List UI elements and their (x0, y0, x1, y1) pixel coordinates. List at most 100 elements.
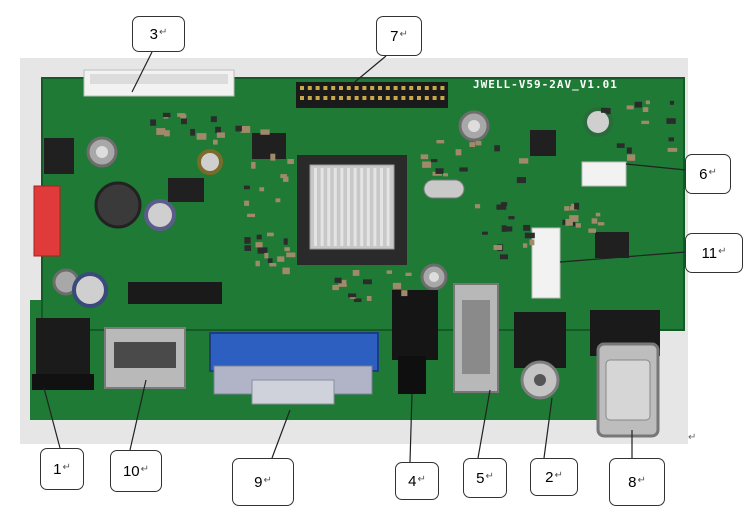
heatsink-fin (327, 168, 331, 246)
smd-part (422, 161, 432, 168)
header-pin (346, 86, 351, 90)
crystal (423, 179, 465, 199)
hdmi-port-10 (104, 327, 186, 389)
smd-part (601, 107, 607, 113)
smd-part (366, 295, 372, 301)
usb-port-5 (453, 283, 499, 393)
rca-jack-2 (514, 312, 566, 400)
smd-part (260, 129, 270, 135)
connector-3-white-header (83, 69, 235, 97)
capacitors (72, 107, 613, 308)
callout-2-label: 2 (545, 468, 554, 486)
smd-part (494, 145, 500, 152)
header-pin (300, 86, 304, 90)
callout-8-label: 8 (628, 473, 637, 491)
header-pin (362, 96, 367, 100)
callout-6-label: 6 (699, 165, 708, 183)
smd-part (595, 212, 601, 217)
header-pin (424, 86, 429, 90)
callout-3-label: 3 (149, 25, 158, 43)
smd-part (164, 130, 170, 137)
smd-part (255, 260, 260, 267)
smd-part (430, 159, 438, 163)
connector-11-white (531, 227, 561, 299)
heatsink-fin (373, 168, 377, 246)
smd-part (565, 218, 573, 226)
header-pin (339, 86, 343, 90)
smd-part (257, 247, 268, 254)
power-jack-1 (32, 318, 94, 390)
connector-6-white (581, 161, 627, 187)
smd-part (420, 154, 429, 160)
callout-4: 4↵ (395, 462, 439, 500)
smd-part (500, 202, 508, 206)
heatsink-fin (340, 168, 344, 246)
callout-6: 6↵ (685, 154, 731, 194)
smd-part (210, 116, 217, 123)
heatsink-fin (314, 168, 317, 246)
smd-part (283, 238, 288, 245)
smd-part (519, 158, 529, 164)
header-pin (401, 96, 406, 100)
header-pin (385, 96, 390, 100)
heatsink-fin (360, 168, 364, 246)
callout-9: 9↵ (232, 458, 294, 506)
smd-part (332, 284, 339, 291)
heatsink-fin (347, 168, 350, 246)
smd-part (251, 162, 256, 169)
header-pin (417, 86, 421, 90)
heatsink-fin (333, 168, 337, 246)
header-pin (307, 96, 312, 100)
header-pin (315, 96, 320, 100)
smd-part (269, 263, 277, 267)
callout-9-mark: ↵ (263, 474, 272, 486)
pcb-silkscreen-title: JWELL-V59-2AV_V1.01 (473, 78, 618, 91)
header-pin (300, 96, 304, 100)
callout-10-mark: ↵ (140, 463, 150, 475)
callout-4-mark: ↵ (417, 473, 426, 485)
callout-6-mark: ↵ (708, 166, 717, 178)
smd-part (177, 113, 186, 117)
smd-part (243, 185, 250, 190)
smd-part (442, 173, 448, 177)
smd-part (196, 133, 207, 140)
callout-1: 1↵ (40, 448, 84, 490)
smd-part (569, 215, 579, 222)
callout-3-mark: ↵ (158, 26, 168, 38)
smd-part (244, 237, 251, 244)
header-pin (393, 86, 398, 90)
header-pin (440, 96, 445, 100)
smd-part (469, 142, 476, 148)
smd-part (634, 101, 643, 108)
header-pin (401, 86, 406, 90)
smd-part (181, 117, 187, 125)
header-pin (385, 86, 390, 90)
pin-header-bottom (128, 282, 222, 304)
smd-part (523, 224, 531, 231)
smd-part (669, 100, 675, 105)
smd-part (401, 290, 408, 297)
smd-part (259, 187, 265, 192)
smd-part (474, 204, 481, 209)
smd-part (493, 245, 503, 251)
smd-part (574, 202, 580, 210)
smd-part (244, 200, 250, 206)
vga-port-9 (209, 332, 379, 405)
smd-part (334, 277, 342, 283)
callout-7-mark: ↵ (399, 28, 408, 40)
smd-part (347, 293, 357, 298)
smd-part (522, 243, 528, 248)
header-pin (432, 96, 437, 100)
smd-part (215, 126, 221, 134)
header-pin (424, 96, 429, 100)
smd-part (270, 153, 276, 161)
bnc-connector-8 (590, 310, 660, 438)
main-chip-heatsink (297, 155, 407, 265)
smd-part (405, 272, 412, 277)
heatsink-fin (320, 168, 324, 246)
smd-part (475, 140, 482, 146)
header-pin (417, 96, 421, 100)
heatsink-fin (380, 168, 383, 246)
smd-part (235, 125, 242, 132)
header-pin (354, 86, 359, 90)
